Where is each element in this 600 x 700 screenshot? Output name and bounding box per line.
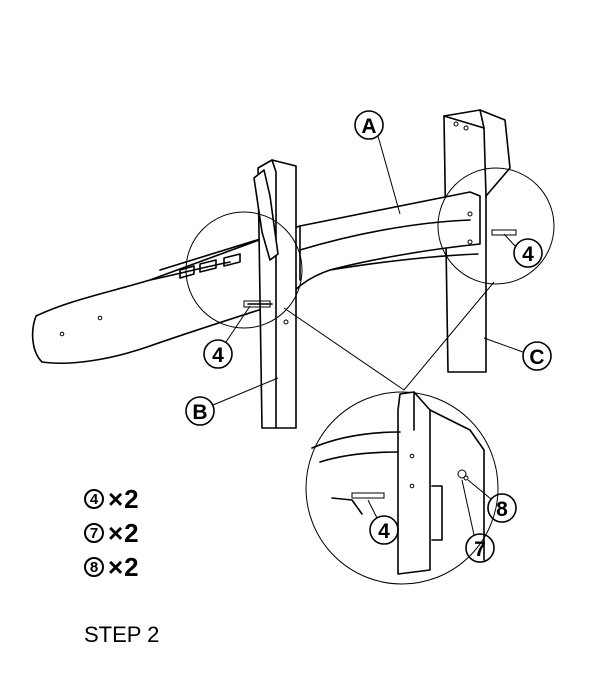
callout-washer-detail: 7 [461,479,495,563]
callout-bolt-right: 4 [503,233,543,268]
svg-text:A: A [361,115,376,138]
svg-text:7: 7 [474,538,486,561]
part-quantity: ×2 [108,483,140,514]
callout-c: C [483,337,552,371]
detail-circle-right [437,167,555,285]
callout-bolt-left: 4 [203,305,251,369]
parts-list: 4 ×2 7 ×2 8 ×2 [84,482,140,584]
parts-list-item: 4 ×2 [84,482,140,516]
callout-bolt-detail: 4 [367,499,399,545]
svg-text:B: B [192,401,207,424]
svg-text:4: 4 [522,243,534,266]
part-number-badge: 7 [84,523,104,543]
svg-text:C: C [529,346,544,369]
part-quantity: ×2 [108,517,140,548]
svg-text:4: 4 [378,520,390,543]
detail-connector-lines [283,281,495,391]
detail-circle-large [305,391,499,585]
detail-circle-left [185,211,303,329]
callout-nut-detail: 8 [467,479,517,523]
svg-text:4: 4 [212,344,224,367]
part-quantity: ×2 [108,551,140,582]
rail-a [31,191,481,365]
callout-a: A [354,110,401,215]
part-number-badge: 4 [84,489,104,509]
step-label: STEP 2 [84,622,160,647]
leg-b [253,159,297,429]
parts-list-item: 8 ×2 [84,550,140,584]
parts-list-item: 7 ×2 [84,516,140,550]
svg-text:8: 8 [496,498,508,521]
part-number-badge: 8 [84,557,104,577]
callout-b: B [185,377,279,426]
